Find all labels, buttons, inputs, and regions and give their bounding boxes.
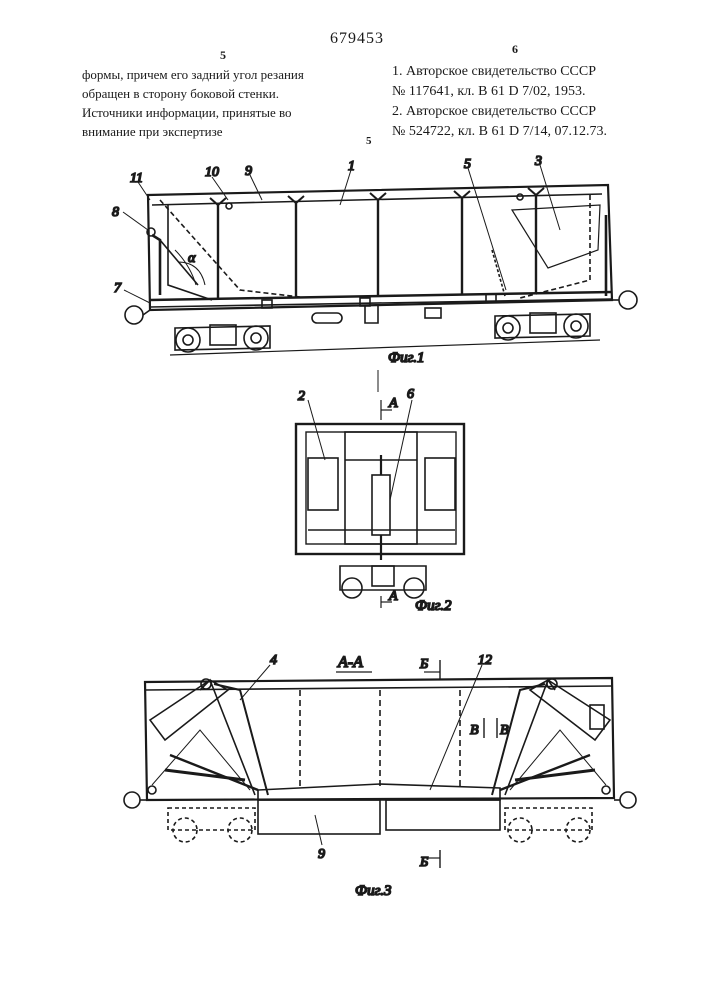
fig1-label-7: 7 [114, 281, 122, 296]
fig3-section-title: А-А [337, 654, 363, 671]
fig1-label-10: 10 [205, 165, 219, 180]
figure-2-cross-section [296, 400, 464, 608]
fig3-label-9: 9 [318, 847, 325, 862]
fig2-label-6: 6 [407, 387, 414, 402]
fig3-label-4: 4 [270, 653, 277, 668]
fig1-angle-alpha: α [188, 251, 196, 266]
fig3-section-mark-top: Б [419, 657, 428, 672]
fig1-caption: Фиг.1 [388, 350, 424, 366]
fig1-label-3: 3 [534, 154, 542, 169]
figure-3-section-a-a [124, 660, 636, 868]
fig3-label-12: 12 [478, 653, 492, 668]
fig2-label-2: 2 [298, 389, 305, 404]
fig1-label-11: 11 [130, 171, 143, 186]
fig3-mark-v-left: В [470, 723, 479, 738]
fig2-section-mark-bottom: А [388, 589, 398, 604]
fig1-label-8: 8 [112, 205, 119, 220]
fig2-caption: Фиг.2 [415, 598, 452, 614]
fig1-label-1: 1 [348, 159, 355, 174]
fig3-mark-v-right: В [500, 723, 509, 738]
fig1-label-9: 9 [245, 164, 252, 179]
fig3-section-mark-bottom: Б [419, 855, 428, 870]
fig3-caption: Фиг.3 [355, 883, 391, 899]
fig2-section-mark-top: А [388, 396, 398, 411]
fig1-label-5: 5 [464, 157, 471, 172]
figure-1-side-view [123, 165, 637, 392]
